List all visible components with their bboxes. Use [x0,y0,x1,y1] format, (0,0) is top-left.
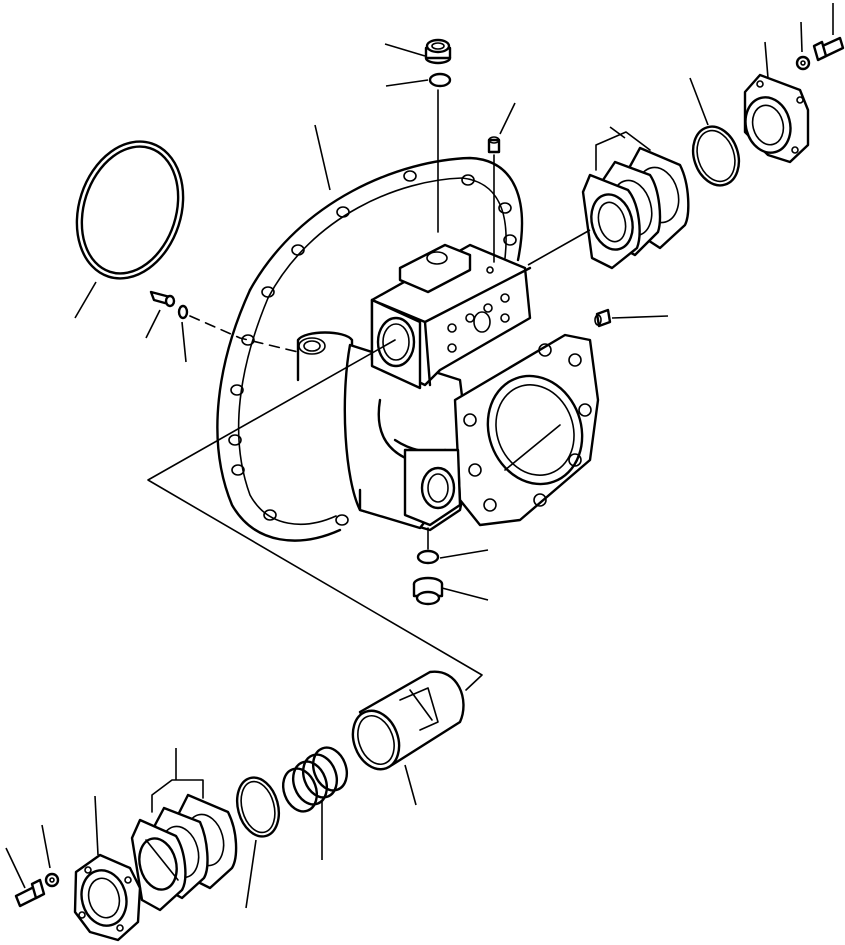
plug-bottom-icon [412,576,489,606]
o-ring-small-icon [177,304,299,363]
spool-piston-icon [351,670,465,806]
bolt-left-icon [5,847,46,908]
o-ring-right-icon [689,77,741,187]
o-ring-large-icon [74,140,185,319]
bolt-right-icon [812,3,845,62]
dowel-pin-icon [145,290,176,339]
set-screw-icon [487,102,516,263]
o-ring-bottom-icon [416,527,489,565]
plug-top-icon [384,38,452,65]
side-plug-icon [594,308,669,328]
housing-flange-icon [216,124,524,542]
spring-icon [281,746,349,860]
o-ring-left-icon [235,776,281,909]
main-body-icon [343,243,600,532]
o-ring-top-icon [385,72,452,233]
end-cover-left-icon [73,795,142,942]
end-cover-right-icon [743,41,810,164]
callout-line [147,339,483,691]
washer-left-icon [41,824,60,888]
gasket-set-left-icon [130,748,238,912]
washer-right-icon [795,21,811,71]
gasket-set-right-icon [527,126,690,270]
